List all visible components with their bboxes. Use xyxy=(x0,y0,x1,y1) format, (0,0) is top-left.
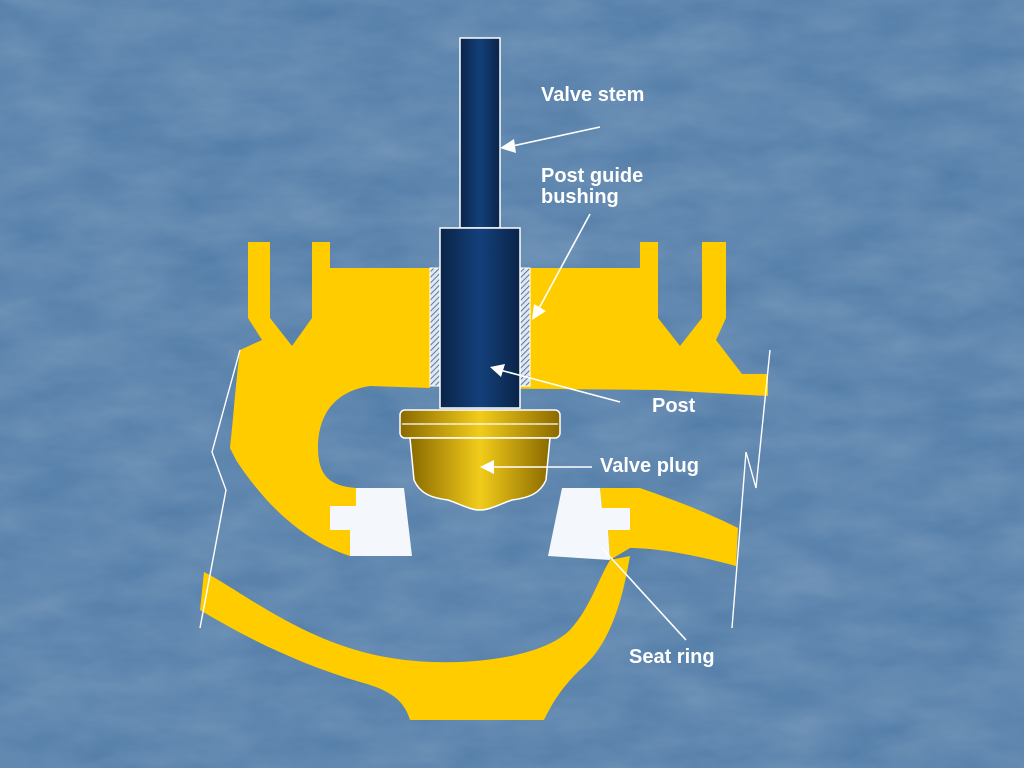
seat-ring-left xyxy=(330,488,412,556)
valve-post xyxy=(439,227,521,409)
label-valve-plug: Valve plug xyxy=(600,456,699,477)
valve-plug-body xyxy=(409,437,551,511)
valve-body-upper xyxy=(230,242,768,556)
break-line-right xyxy=(731,349,771,629)
label-post-guide-bushing-line1: Post guide xyxy=(541,165,644,187)
leader-seat-ring xyxy=(601,547,687,641)
valve-body-lower xyxy=(200,556,630,720)
label-valve-stem: Valve stem xyxy=(541,85,644,106)
label-seat-ring: Seat ring xyxy=(629,647,715,668)
post-guide-bushing-right xyxy=(519,267,531,387)
label-seat-ring-text: Seat ring xyxy=(629,646,715,668)
break-line-left xyxy=(199,349,241,629)
leader-post-guide-bushing xyxy=(532,213,591,320)
leader-valve-plug xyxy=(480,460,592,474)
label-post-text: Post xyxy=(652,395,696,417)
leader-post xyxy=(490,364,621,403)
label-post-guide-bushing: Post guide bushing xyxy=(541,166,643,208)
leader-valve-stem xyxy=(500,126,601,153)
label-valve-plug-text: Valve plug xyxy=(600,455,699,477)
label-valve-stem-text: Valve stem xyxy=(541,84,645,106)
seat-ring-right xyxy=(548,488,630,560)
label-post: Post xyxy=(652,396,695,417)
label-post-guide-bushing-line2: bushing xyxy=(541,186,619,208)
valve-body-outlet xyxy=(600,488,738,566)
valve-stem xyxy=(459,37,501,229)
post-guide-bushing-left xyxy=(429,267,441,387)
